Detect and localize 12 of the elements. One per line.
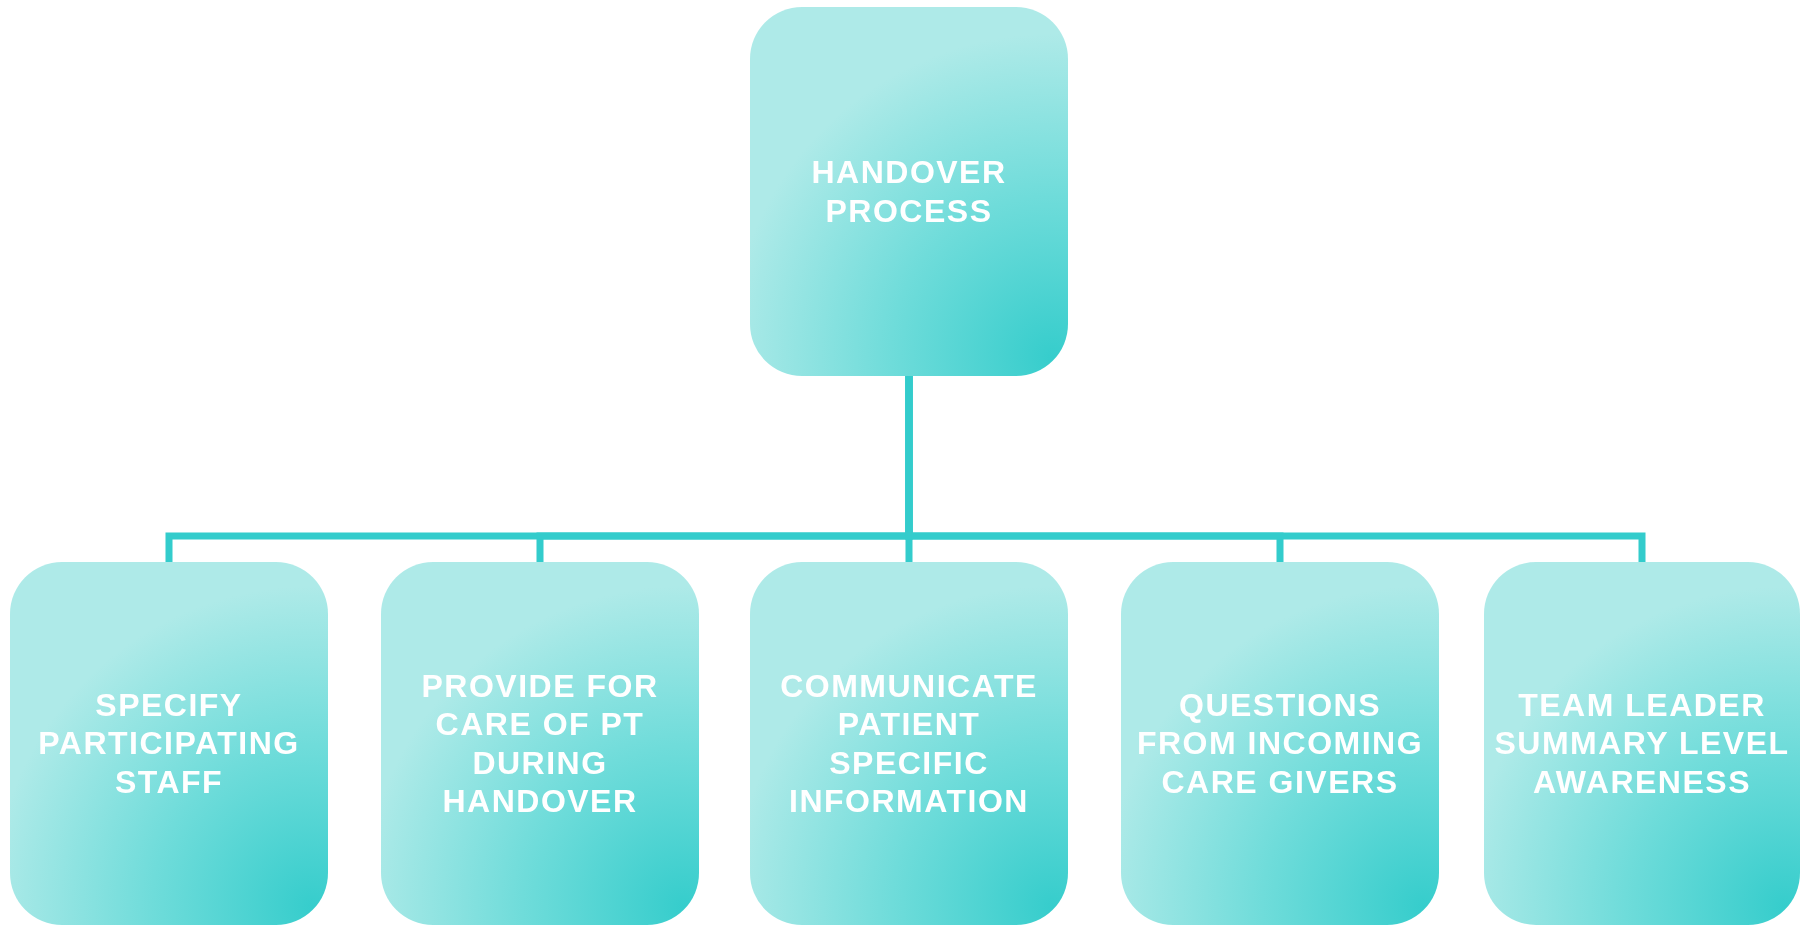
box-label: QUESTIONS FROM INCOMING CARE GIVERS — [1135, 685, 1425, 802]
process-box — [10, 562, 328, 925]
process-box — [1121, 562, 1439, 925]
box-label: SPECIFY PARTICIPATING STAFF — [37, 685, 301, 802]
process-box — [381, 562, 699, 925]
box-label: TEAM LEADER SUMMARY LEVEL AWARENESS — [1493, 685, 1791, 802]
box-label: COMMUNICATE PATIENT SPECIFIC INFORMATION — [779, 666, 1039, 821]
process-box — [750, 7, 1068, 376]
box-label: PROVIDE FOR CARE OF PT DURING HANDOVER — [420, 666, 660, 821]
box-label: HANDOVER PROCESS — [810, 153, 1008, 230]
process-box — [1484, 562, 1800, 925]
process-box — [750, 562, 1068, 925]
